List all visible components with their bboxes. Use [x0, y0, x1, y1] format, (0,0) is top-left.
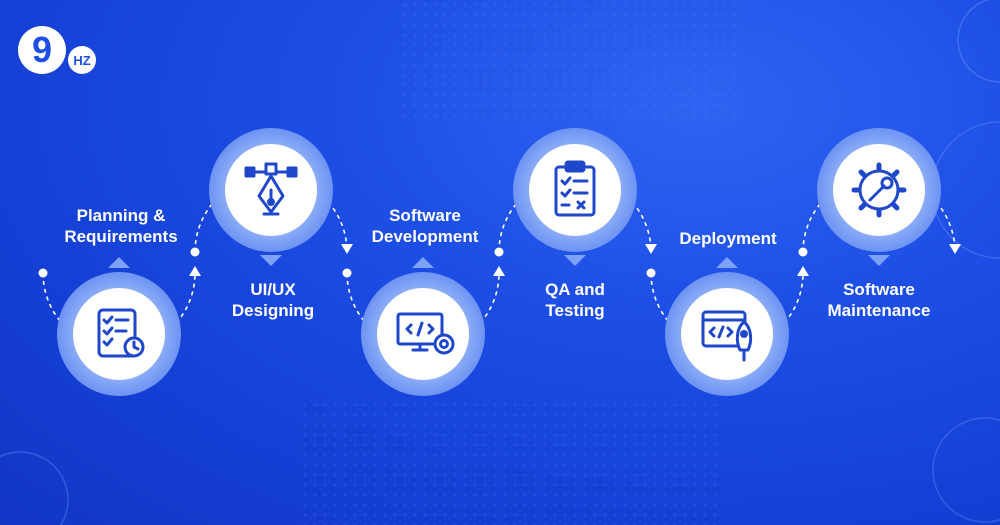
- step-circle-4: [513, 128, 637, 266]
- step-label-planning: Planning & Requirements: [64, 206, 178, 246]
- connector-dot: [646, 268, 656, 278]
- browser-rocket-icon: [701, 310, 753, 362]
- clipboard-check-icon: [554, 160, 596, 217]
- step-label-qa: QA and Testing: [545, 280, 605, 320]
- logo-badge: HZ: [73, 53, 90, 68]
- connector-arc-2: [194, 175, 348, 253]
- decor-circle-bottom-left: [0, 451, 69, 525]
- pen-tool-icon: [244, 162, 298, 216]
- arrow-down-icon: [341, 244, 353, 254]
- arrow-up-icon: [797, 266, 809, 276]
- connector-dot: [38, 268, 48, 278]
- step-label-deployment: Deployment: [679, 229, 777, 248]
- step-label-maintenance: Software Maintenance: [827, 280, 931, 320]
- connector-dot: [494, 247, 504, 257]
- arrow-down-icon: [949, 244, 961, 254]
- step-label-development: Software Development: [371, 206, 479, 246]
- connector-arc-4: [498, 175, 652, 253]
- step-circle-3: [361, 257, 485, 396]
- logo-mark: 9: [32, 29, 52, 70]
- gear-wrench-icon: [851, 162, 907, 218]
- checklist-clock-icon: [97, 308, 145, 358]
- connector-arc-1: [42, 272, 196, 350]
- arrow-down-icon: [645, 244, 657, 254]
- arrow-up-icon: [493, 266, 505, 276]
- dot-pattern-top: [400, 0, 740, 120]
- connector-arc-6: [802, 175, 956, 253]
- decor-circle-bottom-right: [932, 417, 1000, 523]
- decor-circle-right: [931, 121, 1000, 259]
- dot-pattern-bottom: [300, 400, 720, 525]
- connector-dot: [190, 247, 200, 257]
- decor-circle-top-right: [957, 0, 1000, 83]
- connector-arc-3: [346, 272, 500, 350]
- connector-dot: [342, 268, 352, 278]
- step-label-uiux: UI/UX Designing: [231, 280, 315, 320]
- monitor-code-gear-icon: [396, 312, 455, 355]
- brand-logo[interactable]: 9 HZ: [16, 22, 102, 80]
- connector-dot: [798, 247, 808, 257]
- step-circle-6: [817, 128, 941, 266]
- step-circle-5: [665, 257, 789, 396]
- step-circle-1: [57, 257, 181, 396]
- connector-arc-5: [650, 272, 804, 350]
- arrow-up-icon: [189, 266, 201, 276]
